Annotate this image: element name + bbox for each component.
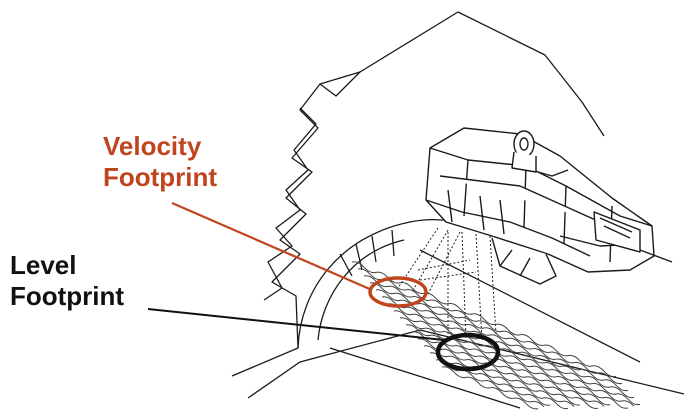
water-wave-line xyxy=(375,289,641,406)
level-leader-line xyxy=(147,308,445,341)
manhole-wall xyxy=(231,11,605,377)
level-footprint-ellipse xyxy=(435,332,501,372)
velocity-label-line1: Velocity xyxy=(103,131,202,161)
velocity-label-line2: Footprint xyxy=(103,162,218,192)
level-footprint-label: Level Footprint xyxy=(10,250,124,312)
water-wave-line xyxy=(411,331,581,406)
water-wave-line xyxy=(351,261,617,378)
water-wave-line xyxy=(429,352,551,406)
water-wave-line xyxy=(369,282,635,399)
level-label-line2: Footprint xyxy=(10,281,125,311)
water-wave-line xyxy=(393,310,611,406)
water-wave-line xyxy=(441,366,539,410)
water-wave-line xyxy=(417,338,575,407)
water-wave-line xyxy=(423,345,569,410)
velocity-footprint-label: Velocity Footprint xyxy=(103,131,217,193)
water-wave-line xyxy=(387,303,629,409)
sensor-beams xyxy=(397,227,497,341)
level-label-line1: Level xyxy=(10,250,77,280)
water-wave-line xyxy=(357,268,623,385)
velocity-footprint-ellipse xyxy=(368,276,428,308)
water-wave-line xyxy=(381,296,635,407)
velocity-leader-line xyxy=(171,201,373,292)
water-wave-line xyxy=(405,324,599,409)
water-wave-line xyxy=(435,359,545,408)
flow-sensor-device xyxy=(425,127,673,285)
water-wave-line xyxy=(399,317,605,407)
